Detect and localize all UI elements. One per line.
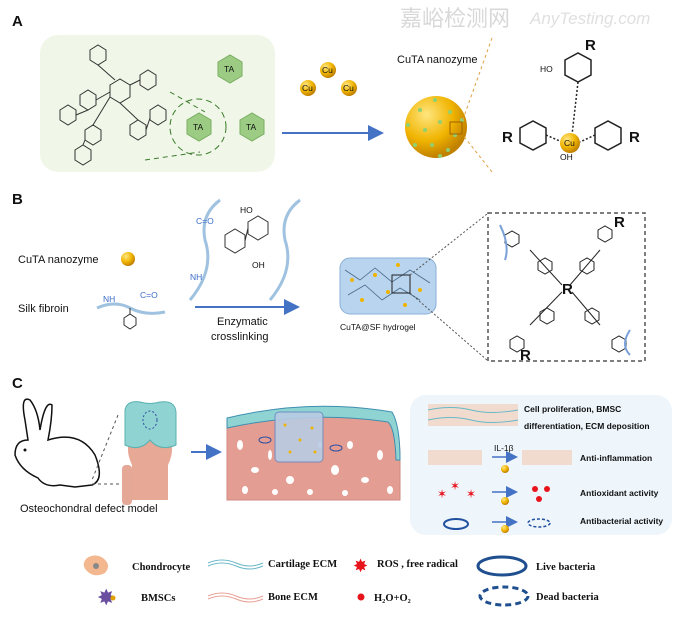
tannic-acid-structure [59, 44, 167, 166]
effect-text: Antibacterial activity [580, 516, 663, 526]
effect-anti-inflammation: IL-1β Anti-inflammation [428, 443, 652, 473]
knee-bone [127, 440, 173, 500]
cu-label: Cu [343, 83, 354, 93]
crosslinked-chain [268, 198, 301, 301]
process-line1: Enzymatic [217, 316, 268, 328]
ho-label: HO [240, 205, 253, 215]
defect-site [142, 410, 158, 430]
legend: Chondrocyte Cartilage ECM ✸ ROS , free r… [83, 555, 599, 610]
effect-text: Anti-inflammation [580, 453, 652, 463]
oh-label: OH [252, 260, 265, 270]
ros-icon: ✸ [353, 556, 368, 576]
ta-hexagons [186, 54, 265, 142]
nh-label: NH [190, 272, 202, 282]
cu-label: Cu [302, 83, 313, 93]
legend-label: ROS , free radical [377, 559, 458, 570]
cuta-nanozyme-sphere [405, 96, 467, 158]
legend-label: Cartilage ECM [268, 559, 337, 570]
panel-c: C Osteochondral defect model Cell prolif… [12, 375, 672, 535]
legend-label: Dead bacteria [536, 592, 599, 603]
ta-label: TA [224, 64, 235, 74]
ros-icon: ✶ [450, 479, 460, 493]
bone-pores [237, 440, 393, 496]
ta-label: TA [193, 122, 204, 132]
ho-label: HO [540, 64, 553, 74]
panel-a: A TA TA TA Cu [12, 13, 640, 173]
il-1b-label: IL-1β [494, 443, 514, 453]
crosslinked-chain [188, 198, 221, 301]
ta-dots [406, 98, 464, 158]
effect-text: Antioxidant activity [580, 488, 659, 498]
knee-cartilage [124, 401, 177, 449]
effect-text: Cell proliferation, BMSC [524, 404, 621, 414]
panel-c-label: C [12, 375, 23, 392]
cu-label: Cu [322, 65, 333, 75]
cu-ions [300, 62, 357, 96]
ros-icon: ✶ [466, 487, 476, 501]
r-label: R [562, 281, 573, 298]
model-label: Osteochondral defect model [20, 503, 158, 515]
rabbit-illustration [14, 398, 101, 488]
effect-text: differentiation, ECM deposition [524, 421, 650, 431]
watermark-en: AnyTesting.com [529, 9, 650, 28]
legend-label: Live bacteria [536, 562, 596, 573]
effect-antibacterial: Antibacterial activity [443, 516, 663, 533]
dead-bacteria-icon [478, 585, 530, 607]
bone-ecm-icon [207, 592, 264, 603]
silk-fibroin-label: Silk fibroin [18, 303, 69, 315]
r-label: R [520, 347, 531, 364]
nh-label: NH [103, 294, 115, 304]
watermark-cn: 嘉峪检测网 [400, 6, 510, 31]
silk-chain [96, 302, 166, 315]
legend-label: Chondrocyte [132, 562, 190, 573]
h2o-o2-icon [357, 593, 365, 601]
r-label: R [585, 37, 596, 54]
legend-label: Bone ECM [268, 592, 318, 603]
bmsc-icon: ✸ [97, 585, 115, 610]
cuta-nanozyme-label: CuTA nanozyme [18, 254, 99, 266]
legend-label: BMSCs [141, 593, 175, 604]
implanted-hydrogel [274, 411, 324, 463]
co-label: C=O [196, 216, 214, 226]
zoom-circle [169, 98, 227, 156]
panel-b-label: B [12, 191, 23, 208]
hydrogel-label: CuTA@SF hydrogel [340, 322, 416, 332]
ros-icon: ✶ [437, 487, 447, 501]
oh-label: OH [560, 152, 573, 162]
hydrogel-block [339, 257, 437, 315]
nanozyme-icon [121, 252, 135, 266]
legend-label: H₂O+O₂ [374, 593, 411, 604]
live-bacteria-icon [476, 555, 528, 577]
tannic-acid-box [40, 35, 275, 172]
cartilage-ecm-icon [207, 559, 264, 570]
r-label: R [502, 129, 513, 146]
panel-a-label: A [12, 13, 23, 30]
process-line2: crosslinking [211, 331, 268, 343]
r-label: R [614, 214, 625, 231]
cu-label: Cu [564, 138, 575, 148]
nanozyme-label: CuTA nanozyme [397, 54, 478, 66]
crosslinked-network-structure [504, 225, 627, 353]
effect-antioxidant: ✶✶✶ Antioxidant activity [437, 479, 659, 505]
cu-coordination-structure [519, 52, 622, 151]
panel-b: B CuTA nanozyme Silk fibroin NH C=O C=O … [12, 191, 646, 364]
molecular-zoom-box [487, 212, 646, 362]
effect-cell-proliferation: Cell proliferation, BMSC differentiation… [427, 404, 650, 431]
co-label: C=O [140, 290, 158, 300]
r-label: R [629, 129, 640, 146]
ta-label: TA [246, 122, 257, 132]
cu-center [560, 133, 580, 153]
